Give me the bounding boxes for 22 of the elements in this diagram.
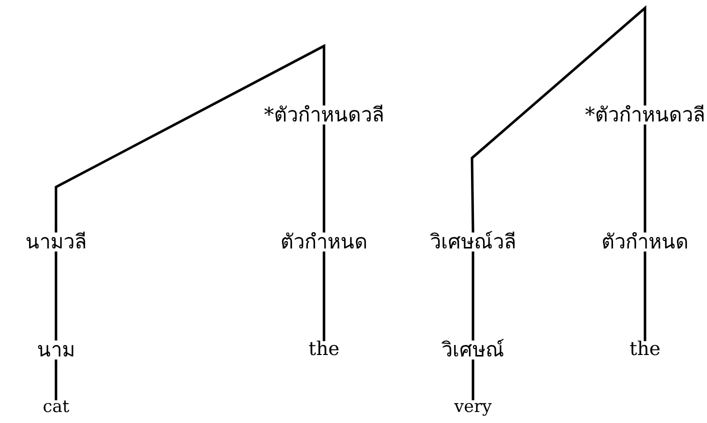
tree-label: วิเศษณ์ [442,338,504,362]
tree-label: very [454,398,492,418]
tree-label: the [308,339,340,361]
tree-branch [54,360,58,400]
tree-branch [644,252,646,342]
tree-branch [470,5,646,233]
tree-label: cat [42,398,70,418]
tree-branch [322,124,326,232]
tree-branch [644,124,646,232]
tree-branch [54,44,326,232]
tree-label: *ตัวกำหนดวลี [264,104,384,126]
tree-label: ตัวกำหนด [602,230,688,254]
tree-label: the [629,339,661,361]
tree-label: นามวลี [26,230,86,254]
tree-label: วิเศษณ์วลี [430,230,516,254]
tree-label: นาม [37,338,75,362]
tree-branch [472,252,474,340]
tree-label: ตัวกำหนด [280,230,368,254]
tree-branch [322,252,326,342]
tree-branch [472,360,474,400]
tree-branch [54,252,58,340]
tree-label: *ตัวกำหนดวลี [585,104,705,126]
